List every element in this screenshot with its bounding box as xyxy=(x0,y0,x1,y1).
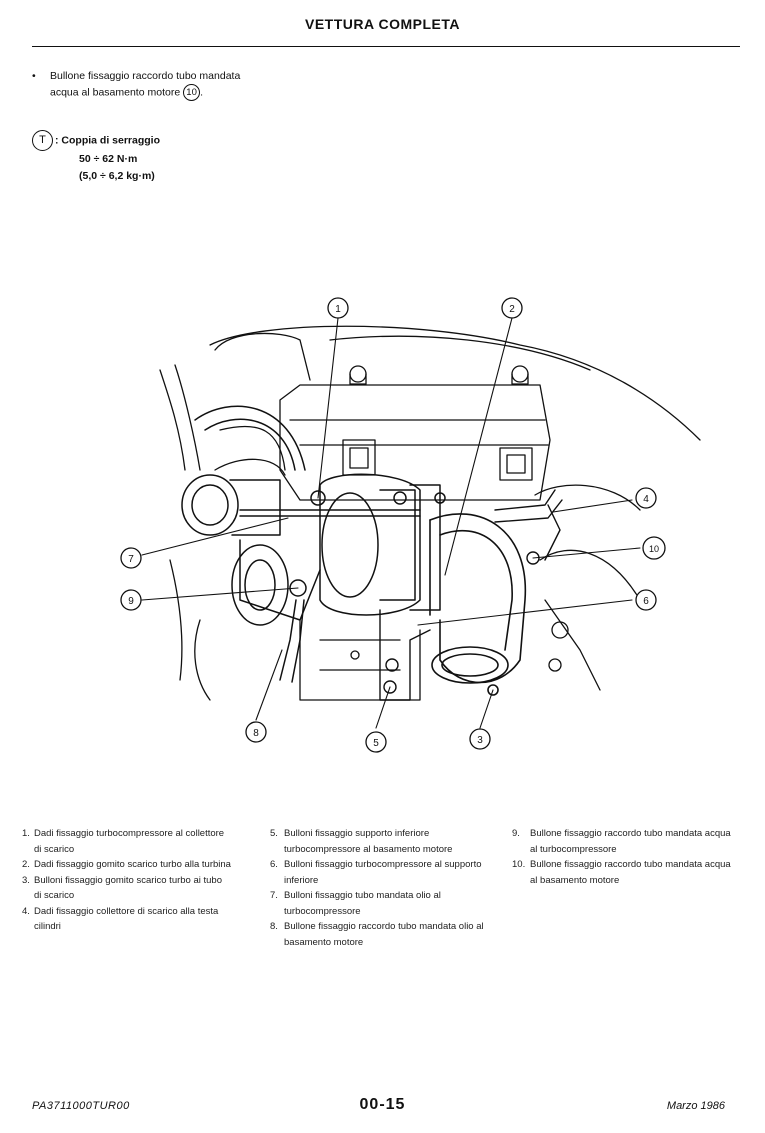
note-ref-badge: 10 xyxy=(183,84,201,101)
legend-item: 7. Bulloni fissaggio tubo mandata olio al… xyxy=(270,888,485,919)
legend-item: 6. Bulloni fissaggio turbocompressore al … xyxy=(270,857,485,888)
legend-text: Bulloni fissaggio supporto inferiore tur… xyxy=(284,828,453,855)
bullet-marker: • xyxy=(32,70,36,82)
callout-label-9: 9 xyxy=(128,596,134,607)
callout-label-1: 1 xyxy=(335,304,341,315)
callout-markers: 1 2 3 4 5 6 7 8 9 10 xyxy=(120,297,666,753)
callout-5: 5 xyxy=(365,731,387,753)
legend-text: Bulloni fissaggio tubo mandata olio al t… xyxy=(284,890,441,917)
legend-item: 2. Dadi fissaggio gomito scarico turbo al… xyxy=(22,857,232,873)
callout-4: 4 xyxy=(635,487,657,509)
publication-date: Marzo 1986 xyxy=(666,1100,725,1112)
legend-num: 1. xyxy=(22,828,30,839)
legend-num: 7. xyxy=(270,890,278,901)
legend-item: 3. Bulloni fissaggio gomito scarico turbo… xyxy=(22,873,232,904)
callout-label-3: 3 xyxy=(477,735,483,746)
callout-label-8: 8 xyxy=(253,728,259,739)
legend-item: 5. Bulloni fissaggio supporto inferiore t… xyxy=(270,826,485,857)
exhaust-elbow xyxy=(429,513,527,696)
legend-item: 9. Bullone fissaggio raccordo tubo mandat… xyxy=(512,826,737,857)
header-divider xyxy=(32,46,740,47)
water-pipe xyxy=(494,489,563,565)
legend-text: Bulloni fissaggio turbocompressore al su… xyxy=(284,859,482,886)
legend-num: 5. xyxy=(270,828,278,839)
procedure-note: • Bullone fissaggio raccordo tubo mandat… xyxy=(32,68,247,101)
callout-10: 10 xyxy=(642,536,666,560)
legend-num: 2. xyxy=(22,859,30,870)
torque-value-nm: 50 ÷ 62 N·m xyxy=(79,153,138,165)
turbine-housing xyxy=(239,473,446,616)
torque-value-kgm: (5,0 ÷ 6,2 kg·m) xyxy=(79,170,155,182)
callout-label-2: 2 xyxy=(509,304,515,315)
support-bracket xyxy=(379,609,431,701)
legend-text: Dadi fissaggio gomito scarico turbo alla… xyxy=(34,859,231,870)
legend-item: 8. Bullone fissaggio raccordo tubo mandat… xyxy=(270,919,485,950)
legend-num: 3. xyxy=(22,874,30,886)
legend-column-2: 5. Bulloni fissaggio supporto inferiore t… xyxy=(270,826,485,950)
turbo-compressor xyxy=(181,405,321,683)
leader-lines xyxy=(141,317,641,729)
note-end: . xyxy=(200,86,204,99)
legend-item: 10. Bullone fissaggio raccordo tubo manda… xyxy=(512,857,737,888)
legend-text: Dadi fissaggio collettore di scarico all… xyxy=(34,905,219,933)
engine-turbo-diagram: 1 2 3 4 5 6 7 8 9 10 xyxy=(120,297,701,753)
legend-num: 6. xyxy=(270,859,278,870)
legend-text: Dadi fissaggio turbocompressore al colle… xyxy=(34,828,225,855)
callout-2: 2 xyxy=(501,297,523,319)
callout-9: 9 xyxy=(120,589,142,611)
note-text: Bullone fissaggio raccordo tubo mandata … xyxy=(50,70,241,99)
callout-label-4: 4 xyxy=(643,494,649,505)
callout-8: 8 xyxy=(245,721,267,743)
page-title: VETTURA COMPLETA xyxy=(305,16,460,32)
legend-item: 4. Dadi fissaggio collettore di scarico a… xyxy=(22,904,232,935)
document-code: PA3711000TUR00 xyxy=(32,1100,130,1112)
torque-spec: T: Coppia di serraggio 50 ÷ 62 N·m (5,0 … xyxy=(32,130,160,185)
callout-label-6: 6 xyxy=(643,596,649,607)
legend-num: 8. xyxy=(270,921,278,932)
legend-text: Bulloni fissaggio gomito scarico turbo a… xyxy=(34,874,222,902)
legend-text: Bullone fissaggio raccordo tubo mandata … xyxy=(530,859,731,886)
legend-num: 4. xyxy=(22,905,30,917)
callout-label-7: 7 xyxy=(128,554,134,565)
callout-6: 6 xyxy=(635,589,657,611)
legend-text: Bullone fissaggio raccordo tubo mandata … xyxy=(530,828,731,855)
torque-icon: T xyxy=(32,130,53,151)
callout-label-10: 10 xyxy=(649,544,659,554)
legend-item: 1. Dadi fissaggio turbocompressore al col… xyxy=(22,826,232,857)
callout-1: 1 xyxy=(327,297,349,319)
page-number: 00-15 xyxy=(359,1096,406,1113)
torque-label: : Coppia di serraggio xyxy=(55,134,161,147)
legend-num: 10. xyxy=(512,859,526,870)
legend-column-3: 9. Bullone fissaggio raccordo tubo mandat… xyxy=(512,826,737,888)
engine-outline xyxy=(159,325,701,701)
callout-label-5: 5 xyxy=(373,738,379,749)
callout-7: 7 xyxy=(120,547,142,569)
legend-num: 9. xyxy=(512,828,520,839)
legend-column-1: 1. Dadi fissaggio turbocompressore al col… xyxy=(22,826,232,935)
legend-text: Bullone fissaggio raccordo tubo mandata … xyxy=(284,921,484,948)
callout-3: 3 xyxy=(469,728,491,750)
